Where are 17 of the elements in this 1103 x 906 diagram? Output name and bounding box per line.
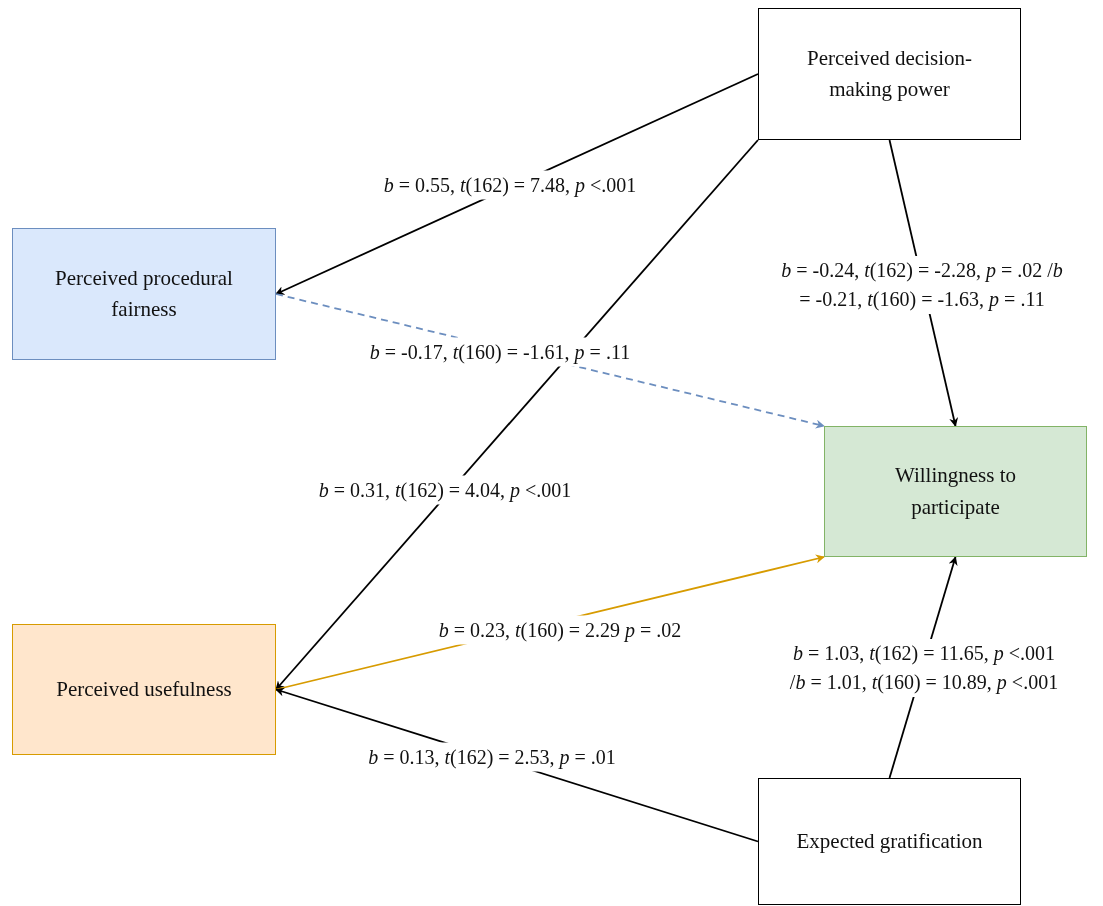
- node-label: Perceived procedural fairness: [54, 264, 234, 323]
- variable-box: [12, 228, 276, 360]
- edge-label: b = 0.55, t(162) = 7.48, p <.001: [381, 170, 639, 200]
- arrow: [275, 139, 759, 691]
- edge-label: b = 0.31, t(162) = 4.04, p <.001: [316, 475, 574, 505]
- edge-label: b = 0.23, t(160) = 2.29 p = .02: [436, 615, 684, 645]
- variable-box: [758, 8, 1021, 140]
- edge-label: b = 0.13, t(162) = 2.53, p = .01: [366, 742, 618, 772]
- variable-box: [12, 624, 276, 755]
- variable-box: [758, 778, 1021, 905]
- node-label: Expected gratification: [796, 827, 983, 855]
- node-label: Perceived decision-making power: [806, 44, 973, 103]
- edge-label: b = -0.24, t(162) = -2.28, p = .02 /b = -0.21, t(160) = -1.63, p = .11: [779, 256, 1065, 314]
- edge-label: b = -0.17, t(160) = -1.61, p = .11: [367, 337, 633, 367]
- node-label: Perceived usefulness: [56, 675, 232, 703]
- node-label: Willingness to participate: [893, 462, 1018, 521]
- variable-box: [824, 426, 1087, 557]
